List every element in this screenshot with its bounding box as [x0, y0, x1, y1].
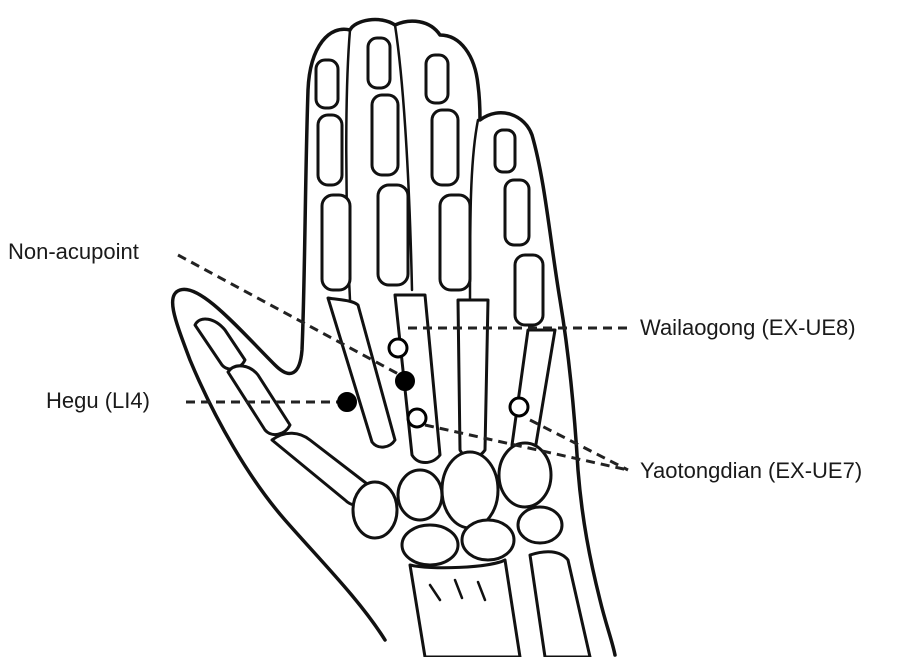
index-proximal-phalanx — [322, 195, 350, 290]
middle-middle-phalanx — [372, 95, 398, 175]
yaotongdian-point-radial — [408, 409, 426, 427]
hegu-point — [338, 393, 356, 411]
wailaogong-label: Wailaogong (EX-UE8) — [640, 317, 856, 339]
wailaogong-point — [389, 339, 407, 357]
middle-proximal-phalanx — [378, 185, 408, 285]
carpal-trapezium — [353, 482, 397, 538]
ring-distal-phalanx — [426, 55, 448, 103]
middle-distal-phalanx — [368, 38, 390, 88]
little-distal-phalanx — [495, 130, 515, 172]
index-middle-phalanx — [318, 115, 342, 185]
carpal-scaphoid — [402, 525, 458, 565]
hegu-label: Hegu (LI4) — [46, 390, 150, 412]
yaotongdian-point-ulnar — [510, 398, 528, 416]
non-acupoint-label: Non-acupoint — [8, 241, 139, 263]
carpal-triquetrum — [518, 507, 562, 543]
radius — [410, 560, 520, 657]
little-proximal-phalanx — [515, 255, 543, 325]
carpal-trapezoid — [398, 470, 442, 520]
ring-proximal-phalanx — [440, 195, 470, 290]
index-distal-phalanx — [316, 60, 338, 108]
non-acupoint-point — [396, 372, 414, 390]
ring-middle-phalanx — [432, 110, 458, 185]
little-middle-phalanx — [505, 180, 529, 245]
yaotongdian-label: Yaotongdian (EX-UE7) — [640, 460, 862, 482]
carpal-capitate — [442, 452, 498, 528]
carpal-lunate — [462, 520, 514, 560]
